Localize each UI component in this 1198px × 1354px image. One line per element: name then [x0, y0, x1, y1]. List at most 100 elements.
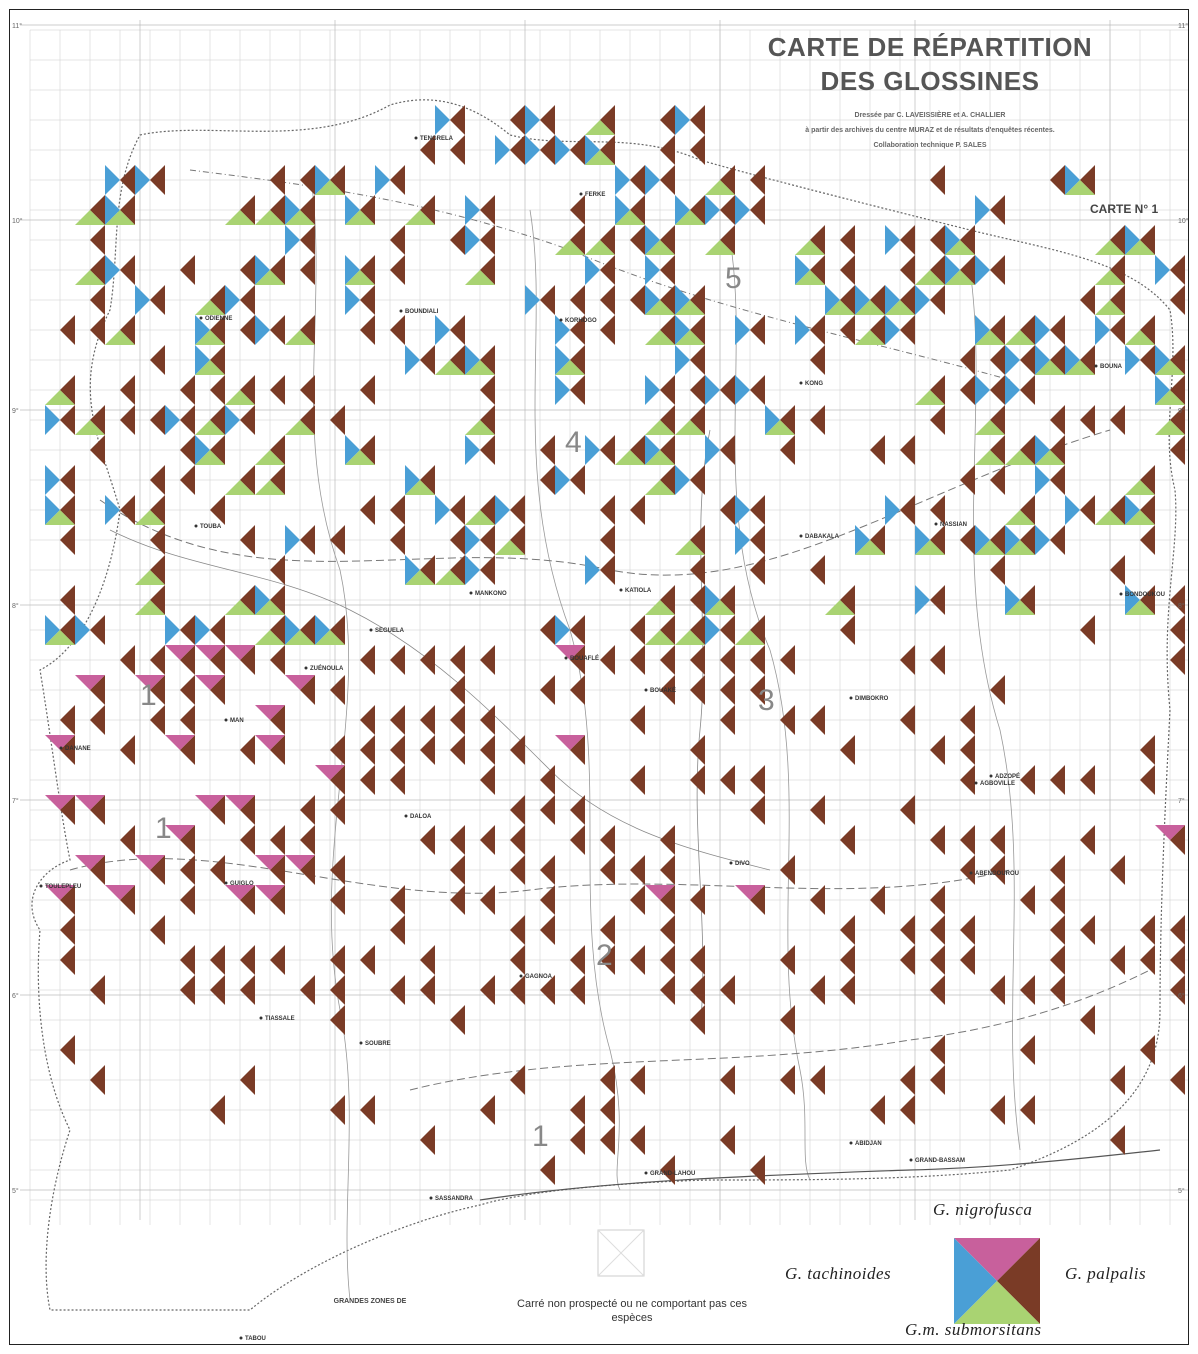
town-dot: [799, 534, 803, 538]
tachinoides-mark: [1125, 495, 1140, 525]
submorsitans-mark: [405, 210, 435, 225]
palpalis-mark: [750, 495, 765, 525]
submorsitans-mark: [1155, 360, 1185, 375]
palpalis-mark: [1140, 915, 1155, 945]
tachinoides-mark: [525, 285, 540, 315]
palpalis-mark: [570, 195, 585, 225]
palpalis-mark: [330, 975, 345, 1005]
tachinoides-mark: [345, 255, 360, 285]
palpalis-mark: [900, 225, 915, 255]
nigrofusca-mark: [165, 735, 195, 750]
town-label: GRAND-LAHOU: [650, 1171, 695, 1177]
palpalis-mark: [510, 975, 525, 1005]
tachinoides-mark: [825, 285, 840, 315]
palpalis-mark: [450, 645, 465, 675]
submorsitans-mark: [1125, 600, 1155, 615]
distribution-map[interactable]: 1 1 1 2 3 4 5 11°10°9°8°7°6°5°11°10°9°8°…: [10, 10, 1189, 1345]
tachinoides-mark: [675, 105, 690, 135]
palpalis-mark: [210, 285, 225, 315]
palpalis-mark: [750, 165, 765, 195]
road: [109, 529, 771, 871]
palpalis-mark: [600, 855, 615, 885]
tachinoides-mark: [285, 525, 300, 555]
palpalis-mark: [840, 735, 855, 765]
palpalis-mark: [570, 375, 585, 405]
palpalis-mark: [240, 465, 255, 495]
palpalis-mark: [120, 195, 135, 225]
palpalis-mark: [480, 435, 495, 465]
tachinoides-mark: [885, 285, 900, 315]
tachinoides-mark: [735, 195, 750, 225]
palpalis-mark: [600, 225, 615, 255]
palpalis-mark: [1110, 495, 1125, 525]
town-label: TOUBA: [200, 524, 222, 530]
palpalis-mark: [150, 465, 165, 495]
palpalis-mark: [390, 225, 405, 255]
latitude-label-left: 5°: [12, 1187, 19, 1195]
palpalis-mark: [930, 885, 945, 915]
tachinoides-mark: [705, 375, 720, 405]
palpalis-mark: [1020, 375, 1035, 405]
palpalis-mark: [690, 1005, 705, 1035]
nigrofusca-mark: [255, 885, 285, 900]
palpalis-mark: [480, 645, 495, 675]
palpalis-mark: [1170, 975, 1185, 1005]
palpalis-mark: [630, 435, 645, 465]
palpalis-mark: [1140, 225, 1155, 255]
zone-boundary: [409, 969, 1151, 1091]
palpalis-mark: [1170, 585, 1185, 615]
town-dot: [399, 309, 403, 313]
palpalis-mark: [1020, 975, 1035, 1005]
palpalis-mark: [420, 735, 435, 765]
palpalis-mark: [450, 675, 465, 705]
palpalis-mark: [600, 555, 615, 585]
palpalis-mark: [1110, 855, 1125, 885]
credit-line-2: à partir des archives du centre MURAZ et…: [805, 127, 1055, 134]
town-label: ODIENNE: [205, 316, 232, 322]
submorsitans-mark: [75, 210, 105, 225]
palpalis-mark: [840, 975, 855, 1005]
nigrofusca-mark: [75, 855, 105, 870]
palpalis-mark: [210, 975, 225, 1005]
palpalis-mark: [900, 915, 915, 945]
palpalis-mark: [1170, 945, 1185, 975]
tachinoides-mark: [555, 315, 570, 345]
tachinoides-mark: [1035, 345, 1050, 375]
palpalis-mark: [900, 255, 915, 285]
submorsitans-mark: [195, 450, 225, 465]
credit-line-1: Dressée par C. LAVEISSIÈRE et A. CHALLIE…: [854, 112, 1006, 119]
town-dot: [194, 524, 198, 528]
town-label: ZUÉNOULA: [310, 664, 344, 672]
palpalis-mark: [930, 225, 945, 255]
tachinoides-mark: [255, 255, 270, 285]
palpalis-mark: [600, 945, 615, 975]
submorsitans-mark: [465, 420, 495, 435]
palpalis-mark: [720, 615, 735, 645]
submorsitans-mark: [45, 510, 75, 525]
palpalis-mark: [510, 945, 525, 975]
palpalis-mark: [180, 885, 195, 915]
palpalis-mark: [990, 465, 1005, 495]
palpalis-mark: [720, 675, 735, 705]
map-title-line-2: DES GLOSSINES: [820, 66, 1040, 96]
zone-label: 2: [596, 939, 613, 972]
palpalis-mark: [660, 165, 675, 195]
tachinoides-mark: [525, 105, 540, 135]
palpalis-mark: [300, 615, 315, 645]
palpalis-mark: [90, 855, 105, 885]
tachinoides-mark: [645, 255, 660, 285]
town-dot: [619, 588, 623, 592]
palpalis-mark: [960, 345, 975, 375]
palpalis-mark: [180, 735, 195, 765]
palpalis-mark: [720, 765, 735, 795]
palpalis-mark: [870, 525, 885, 555]
tachinoides-mark: [675, 315, 690, 345]
submorsitans-mark: [75, 420, 105, 435]
palpalis-mark: [540, 615, 555, 645]
palpalis-mark: [630, 1125, 645, 1155]
palpalis-mark: [1020, 315, 1035, 345]
submorsitans-mark: [915, 540, 945, 555]
tachinoides-mark: [225, 405, 240, 435]
town-dot: [369, 628, 373, 632]
palpalis-mark: [240, 825, 255, 855]
